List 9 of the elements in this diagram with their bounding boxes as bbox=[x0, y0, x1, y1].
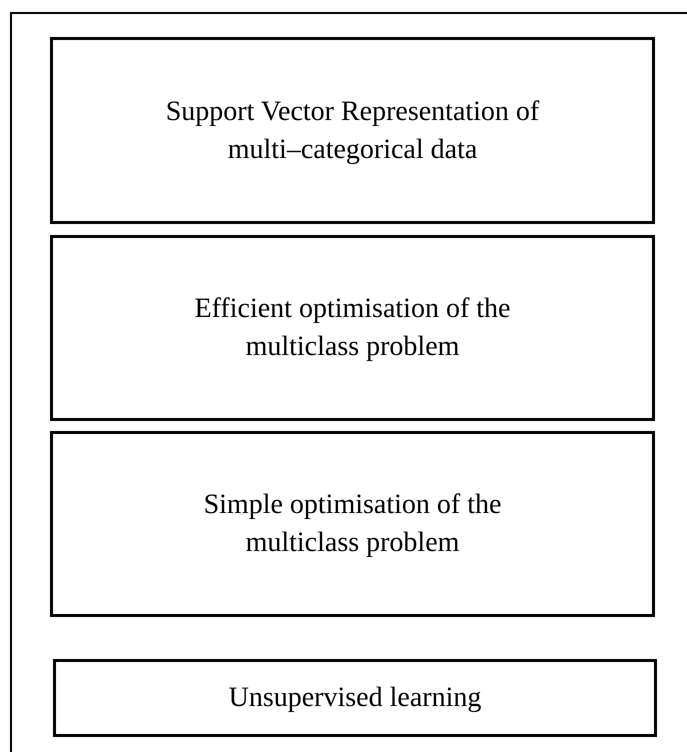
layer-box bbox=[53, 659, 657, 737]
outer-frame bbox=[10, 12, 687, 752]
layer-box bbox=[50, 431, 655, 617]
layer-box bbox=[50, 235, 655, 421]
layer-box bbox=[50, 37, 655, 224]
box-label: Unsupervised learning bbox=[228, 681, 482, 715]
box-label: Support Vector Representation of multi–categorical data bbox=[164, 94, 540, 166]
box-label: Simple optimisation of the multiclass problem bbox=[202, 488, 502, 560]
box-label: Efficient optimisation of the multiclass problem bbox=[194, 292, 512, 364]
